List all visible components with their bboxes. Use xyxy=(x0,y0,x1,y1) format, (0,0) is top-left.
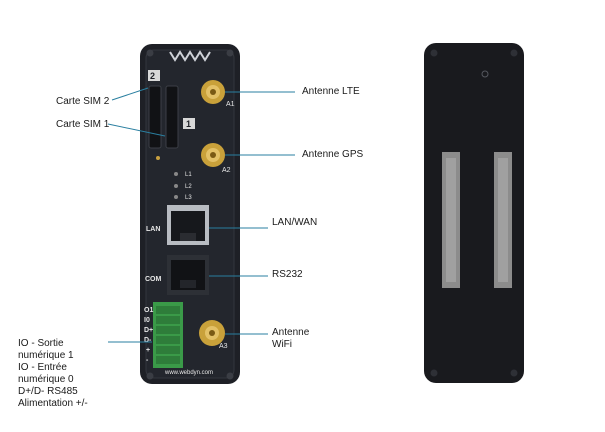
pin-plus: + xyxy=(146,347,150,354)
sim1-slot xyxy=(165,85,179,149)
sim2-number: 2 xyxy=(150,71,155,81)
pin-minus: - xyxy=(146,357,149,364)
router-front xyxy=(140,44,240,384)
label-gps: Antenne GPS xyxy=(302,149,364,160)
label-wifi: Antenne WiFi xyxy=(272,327,310,350)
callout-sim2 xyxy=(111,87,149,101)
sim2-badge xyxy=(148,70,160,81)
label-rs232: RS232 xyxy=(272,269,303,280)
label-lanwan: LAN/WAN xyxy=(272,217,318,228)
router-back-body xyxy=(424,43,524,383)
label-sim1: Carte SIM 1 xyxy=(56,119,110,130)
label-io: IO - Sortie numérique 1 IO - Entrée numé… xyxy=(18,338,88,409)
l1-marking: L1 xyxy=(185,172,192,178)
a1-marking: A1 xyxy=(226,101,235,108)
l3-marking: L3 xyxy=(185,195,192,201)
pin-i0: I0 xyxy=(144,317,150,324)
callout-sim1 xyxy=(107,123,166,137)
a2-marking: A2 xyxy=(222,167,231,174)
website-marking: www.webdyn.com xyxy=(164,370,213,376)
pin-o1: O1 xyxy=(144,307,153,314)
com-marking: COM xyxy=(145,276,162,283)
pin-dplus: D+ xyxy=(144,327,153,334)
sim1-number: 1 xyxy=(186,119,191,129)
pin-dminus: D- xyxy=(144,337,152,344)
sim2-slot xyxy=(148,85,162,149)
brand-logo xyxy=(169,50,211,62)
label-sim2: Carte SIM 2 xyxy=(56,96,110,107)
a3-marking: A3 xyxy=(219,343,228,350)
sim1-badge xyxy=(183,118,195,129)
l2-marking: L2 xyxy=(185,184,192,190)
lan-marking: LAN xyxy=(146,226,160,233)
router-back xyxy=(424,43,524,383)
label-lte: Antenne LTE xyxy=(302,86,360,97)
power-led xyxy=(156,156,160,160)
